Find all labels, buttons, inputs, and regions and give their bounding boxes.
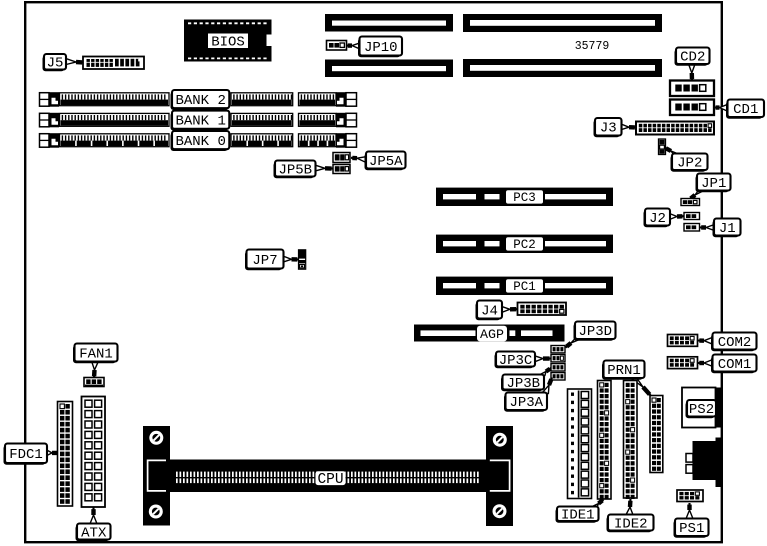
svg-text:IDE2: IDE2	[614, 516, 648, 532]
svg-text:JP2: JP2	[677, 156, 702, 172]
svg-text:J1: J1	[719, 221, 736, 237]
svg-text:JP3D: JP3D	[578, 324, 612, 340]
svg-text:PS2: PS2	[689, 402, 714, 418]
svg-text:PRN1: PRN1	[607, 363, 641, 379]
svg-text:CD2: CD2	[680, 50, 705, 66]
svg-text:35779: 35779	[575, 40, 610, 53]
svg-text:J4: J4	[481, 303, 498, 319]
svg-text:BANK 2: BANK 2	[175, 93, 225, 109]
svg-text:JP7: JP7	[252, 253, 277, 269]
svg-text:JP3C: JP3C	[499, 353, 533, 369]
svg-text:CPU: CPU	[317, 472, 343, 488]
svg-text:JP1: JP1	[701, 176, 726, 192]
svg-text:BANK 1: BANK 1	[175, 114, 225, 130]
svg-text:JP5A: JP5A	[369, 154, 403, 170]
svg-text:COM1: COM1	[718, 357, 752, 373]
svg-text:PC3: PC3	[513, 191, 536, 205]
svg-text:AGP: AGP	[480, 327, 504, 342]
svg-text:ATX: ATX	[81, 525, 107, 541]
svg-text:FDC1: FDC1	[9, 447, 43, 463]
svg-text:COM2: COM2	[718, 335, 752, 351]
svg-text:JP3B: JP3B	[506, 376, 540, 392]
svg-text:JP10: JP10	[364, 40, 398, 56]
svg-text:PS1: PS1	[679, 521, 704, 537]
svg-text:JP5B: JP5B	[278, 162, 312, 178]
svg-text:PC2: PC2	[513, 238, 536, 252]
svg-text:BIOS: BIOS	[211, 34, 245, 50]
svg-text:IDE1: IDE1	[561, 508, 595, 524]
svg-text:JP3A: JP3A	[509, 395, 543, 411]
svg-text:BANK 0: BANK 0	[175, 134, 225, 150]
svg-text:PC1: PC1	[513, 280, 536, 294]
svg-text:FAN1: FAN1	[79, 346, 113, 362]
svg-text:J3: J3	[600, 121, 617, 137]
svg-text:J5: J5	[47, 56, 64, 72]
svg-text:J2: J2	[649, 211, 666, 227]
svg-text:CD1: CD1	[733, 102, 758, 118]
